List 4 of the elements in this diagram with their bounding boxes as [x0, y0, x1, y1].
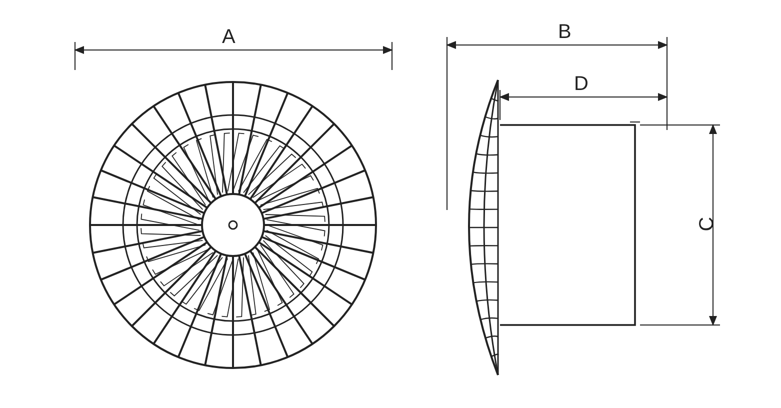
- dimension-label: D: [574, 74, 588, 94]
- dimension-label: C: [697, 216, 718, 232]
- dimension-label: B: [558, 22, 572, 42]
- dimension-label: A: [222, 27, 236, 47]
